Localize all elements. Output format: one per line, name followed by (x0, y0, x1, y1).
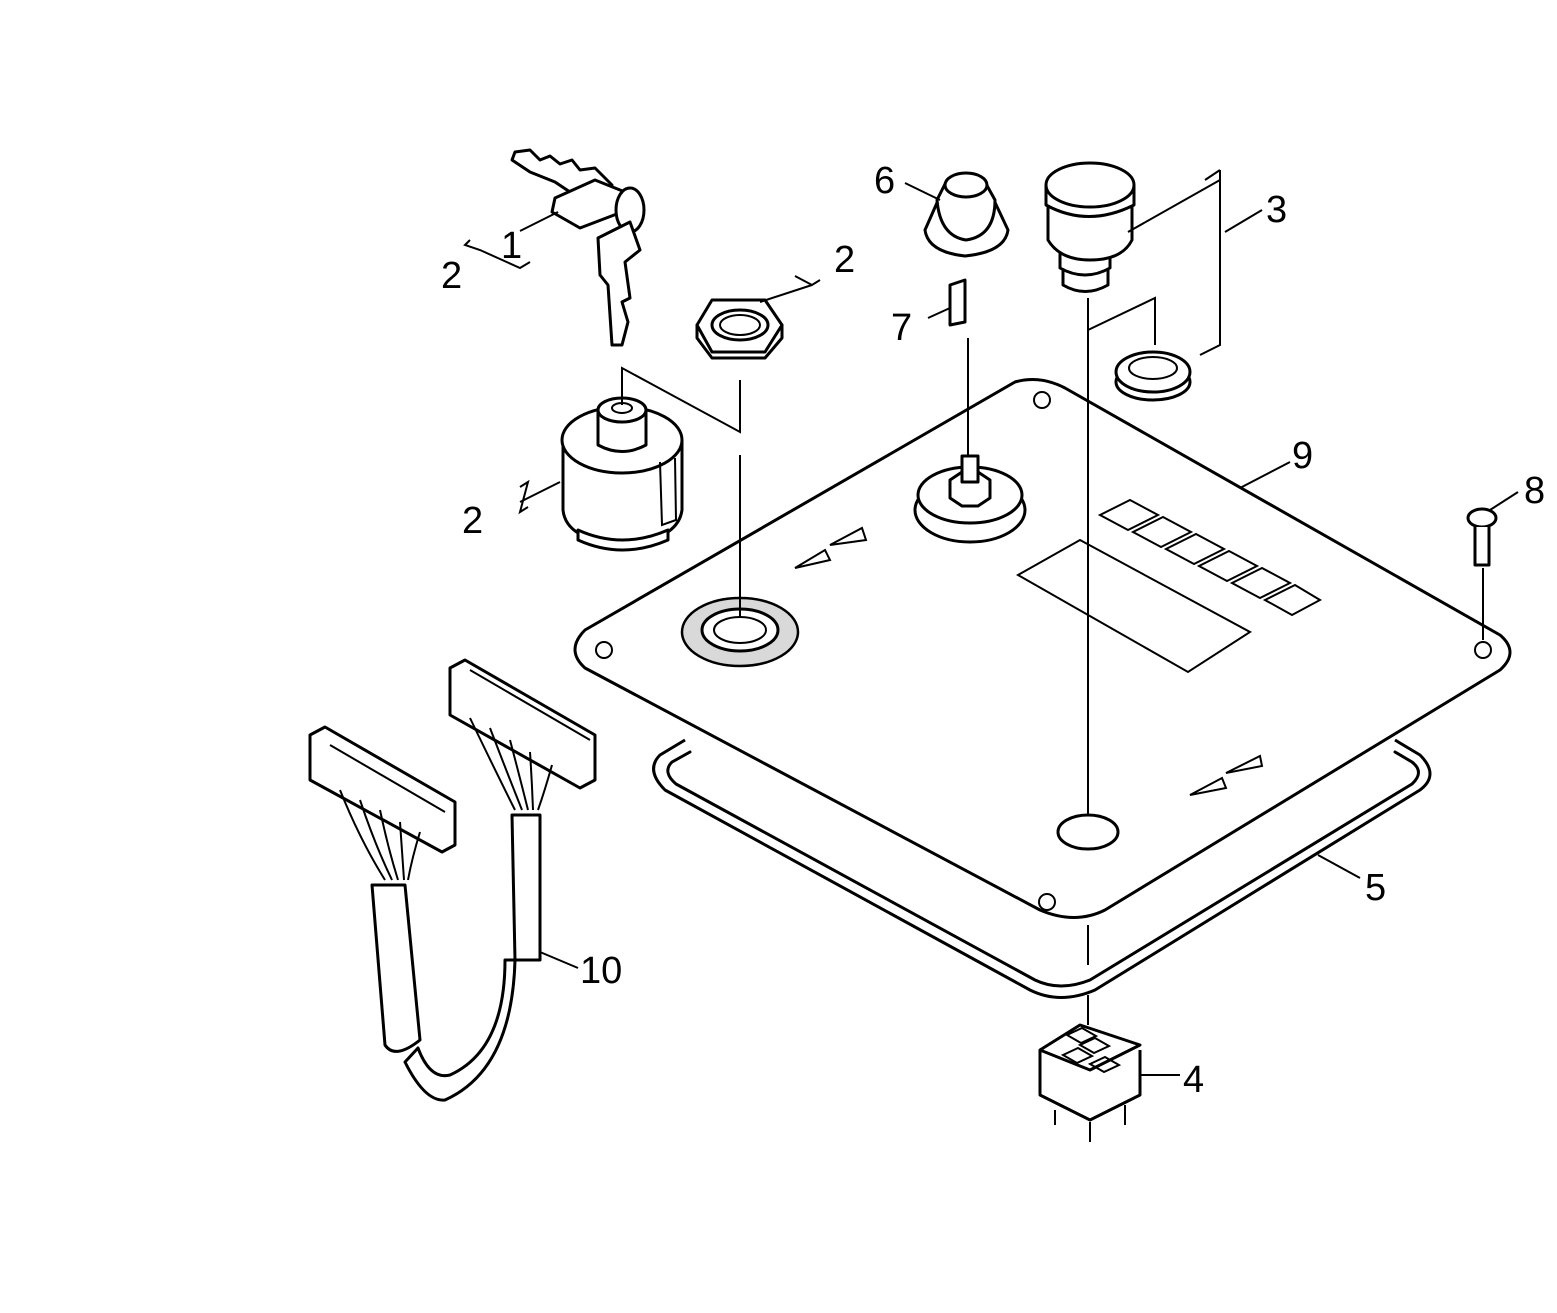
control-panel-plate (573, 378, 1512, 919)
callout-7: 7 (891, 307, 912, 349)
shaft-sleeve (948, 278, 967, 327)
ribbon-cable (308, 658, 597, 1102)
indicator-windows (1097, 498, 1323, 617)
arrow-symbols (794, 526, 1264, 796)
key-switch (560, 396, 684, 552)
callout-3: 3 (1266, 189, 1287, 231)
callout-2-key: 2 (441, 255, 462, 297)
callout-4: 4 (1183, 1059, 1204, 1101)
potentiometer (913, 454, 1027, 544)
pushbutton-mounting-hole (1056, 813, 1120, 851)
callout-8: 8 (1524, 470, 1545, 512)
callout-9: 9 (1292, 435, 1313, 477)
ring-nut (1114, 350, 1192, 402)
switch-block (1038, 1023, 1142, 1142)
callout-6: 6 (874, 160, 895, 202)
callout-5: 5 (1365, 867, 1386, 909)
pushbutton (1044, 161, 1136, 293)
callout-10: 10 (580, 950, 622, 992)
leader-lines (463, 169, 1519, 1076)
callout-2-nut: 2 (834, 239, 855, 281)
keys (510, 148, 646, 347)
knob (923, 171, 1010, 258)
hex-nut (695, 298, 784, 360)
callouts: 1 2 2 2 3 4 5 6 7 8 9 10 (441, 160, 1545, 1101)
label-window (1015, 538, 1252, 674)
screw (1466, 507, 1498, 567)
callout-2-switch: 2 (462, 500, 483, 542)
callout-1: 1 (501, 225, 522, 267)
